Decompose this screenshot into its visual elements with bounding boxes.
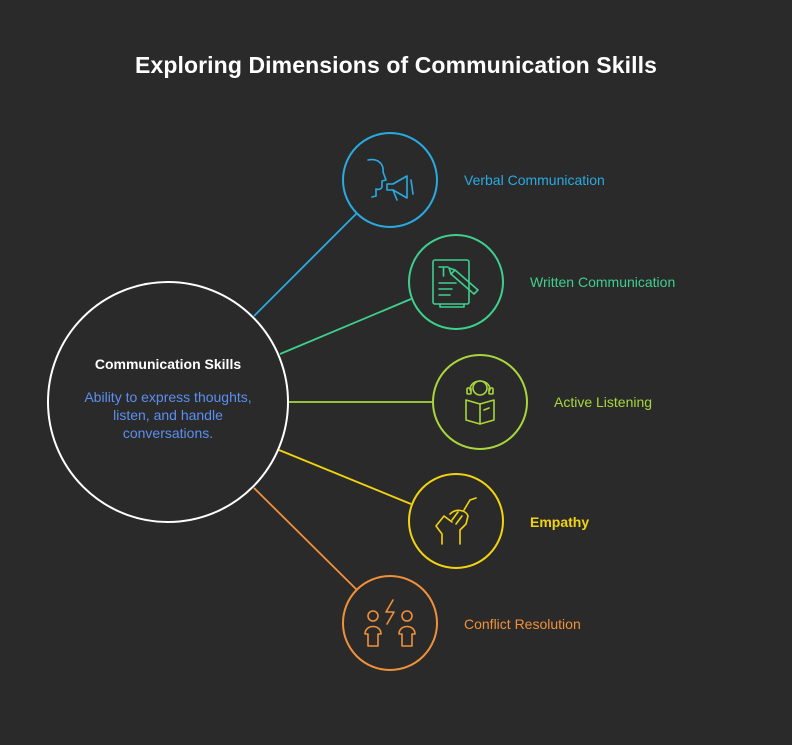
label-conflict-resolution: Conflict Resolution xyxy=(464,616,581,632)
node-circle-written xyxy=(408,234,504,330)
label-empathy: Empathy xyxy=(530,514,590,530)
connector-conflict xyxy=(253,487,358,591)
connector-written xyxy=(279,298,412,355)
conflict-people-icon xyxy=(364,599,416,647)
reader-headphones-icon xyxy=(465,380,495,425)
label-verbal-communication: Verbal Communication xyxy=(464,172,605,188)
helping-hands-icon xyxy=(435,497,477,545)
center-text-block: Communication Skills Ability to express … xyxy=(58,356,278,442)
node-circle-verbal xyxy=(342,132,438,228)
label-written-communication: Written Communication xyxy=(530,274,676,290)
megaphone-speaker-icon xyxy=(367,158,414,201)
diagram-title: Exploring Dimensions of Communication Sk… xyxy=(135,52,657,78)
node-circle-listening xyxy=(432,354,528,450)
center-circle xyxy=(47,281,289,523)
document-pen-icon xyxy=(432,259,479,308)
node-circle-conflict xyxy=(342,575,438,671)
center-title: Communication Skills xyxy=(94,356,242,372)
label-active-listening: Active Listening xyxy=(554,394,653,410)
center-description: Ability to express thoughts, listen, and… xyxy=(84,389,252,441)
connector-verbal xyxy=(253,211,359,317)
connector-empathy xyxy=(278,449,412,505)
node-circle-empathy xyxy=(408,473,504,569)
